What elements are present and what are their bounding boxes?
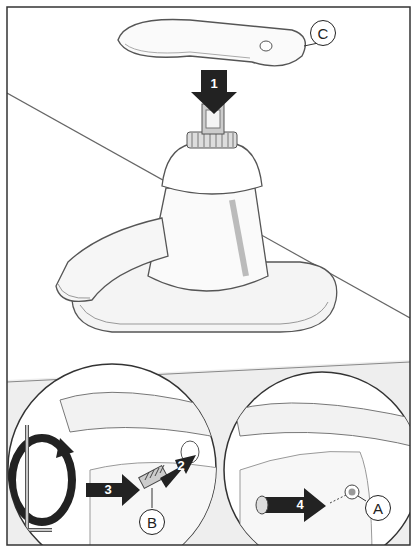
- handle-screw-hole: [260, 41, 272, 51]
- callout-letter: C: [310, 20, 336, 46]
- faucet-dome: [162, 144, 262, 194]
- step-arrow: [191, 70, 237, 114]
- counter-line: [7, 93, 410, 318]
- step-number: 4: [297, 498, 304, 512]
- faucet-spout: [56, 218, 168, 301]
- leader-line: [358, 496, 366, 501]
- spout-shading: [58, 284, 90, 298]
- main-view: [7, 7, 410, 545]
- callout-letter-text: A: [373, 500, 383, 517]
- inset-set-screw: [8, 364, 230, 545]
- callout-letter: B: [139, 509, 165, 535]
- inset-button: [224, 372, 410, 545]
- step-number: 2: [178, 459, 185, 473]
- frame: [7, 7, 410, 545]
- leader-line: [152, 488, 153, 508]
- plate-shading: [80, 302, 328, 324]
- faucet-handle: [118, 19, 305, 65]
- step-number: 1: [211, 77, 218, 91]
- callout-letter-text: B: [147, 514, 157, 531]
- step-number: 3: [105, 483, 112, 497]
- body-shading: [232, 200, 246, 276]
- callout-letter-text: C: [318, 25, 329, 42]
- callout-letter: A: [365, 495, 391, 521]
